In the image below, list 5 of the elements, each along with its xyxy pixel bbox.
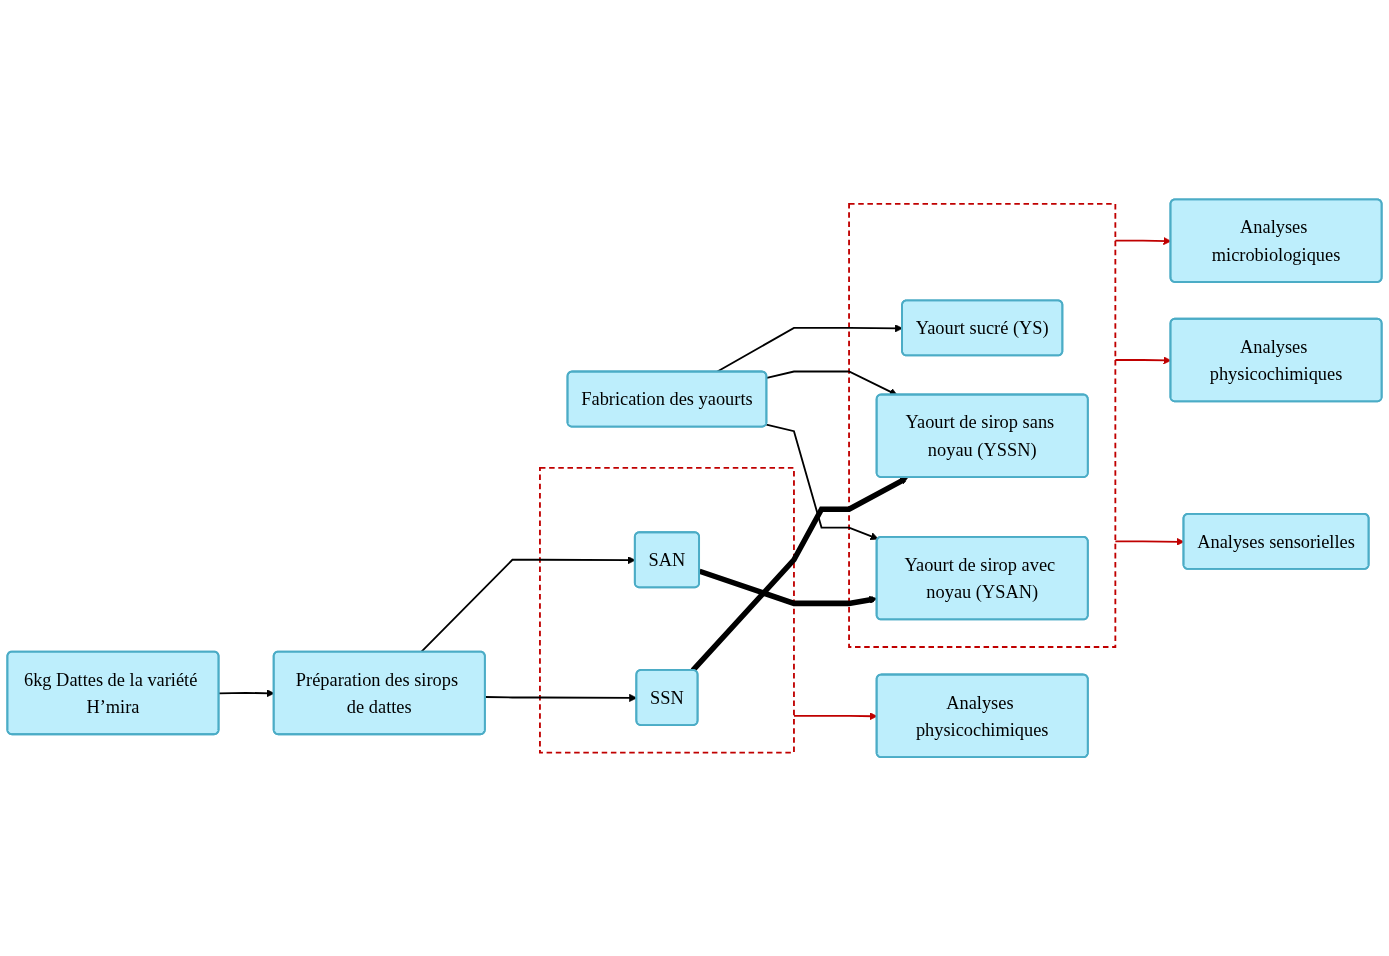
arrow [715,324,903,373]
cluster [848,202,1117,648]
cluster [539,466,795,754]
arrow [765,423,879,540]
arrow [690,476,909,672]
